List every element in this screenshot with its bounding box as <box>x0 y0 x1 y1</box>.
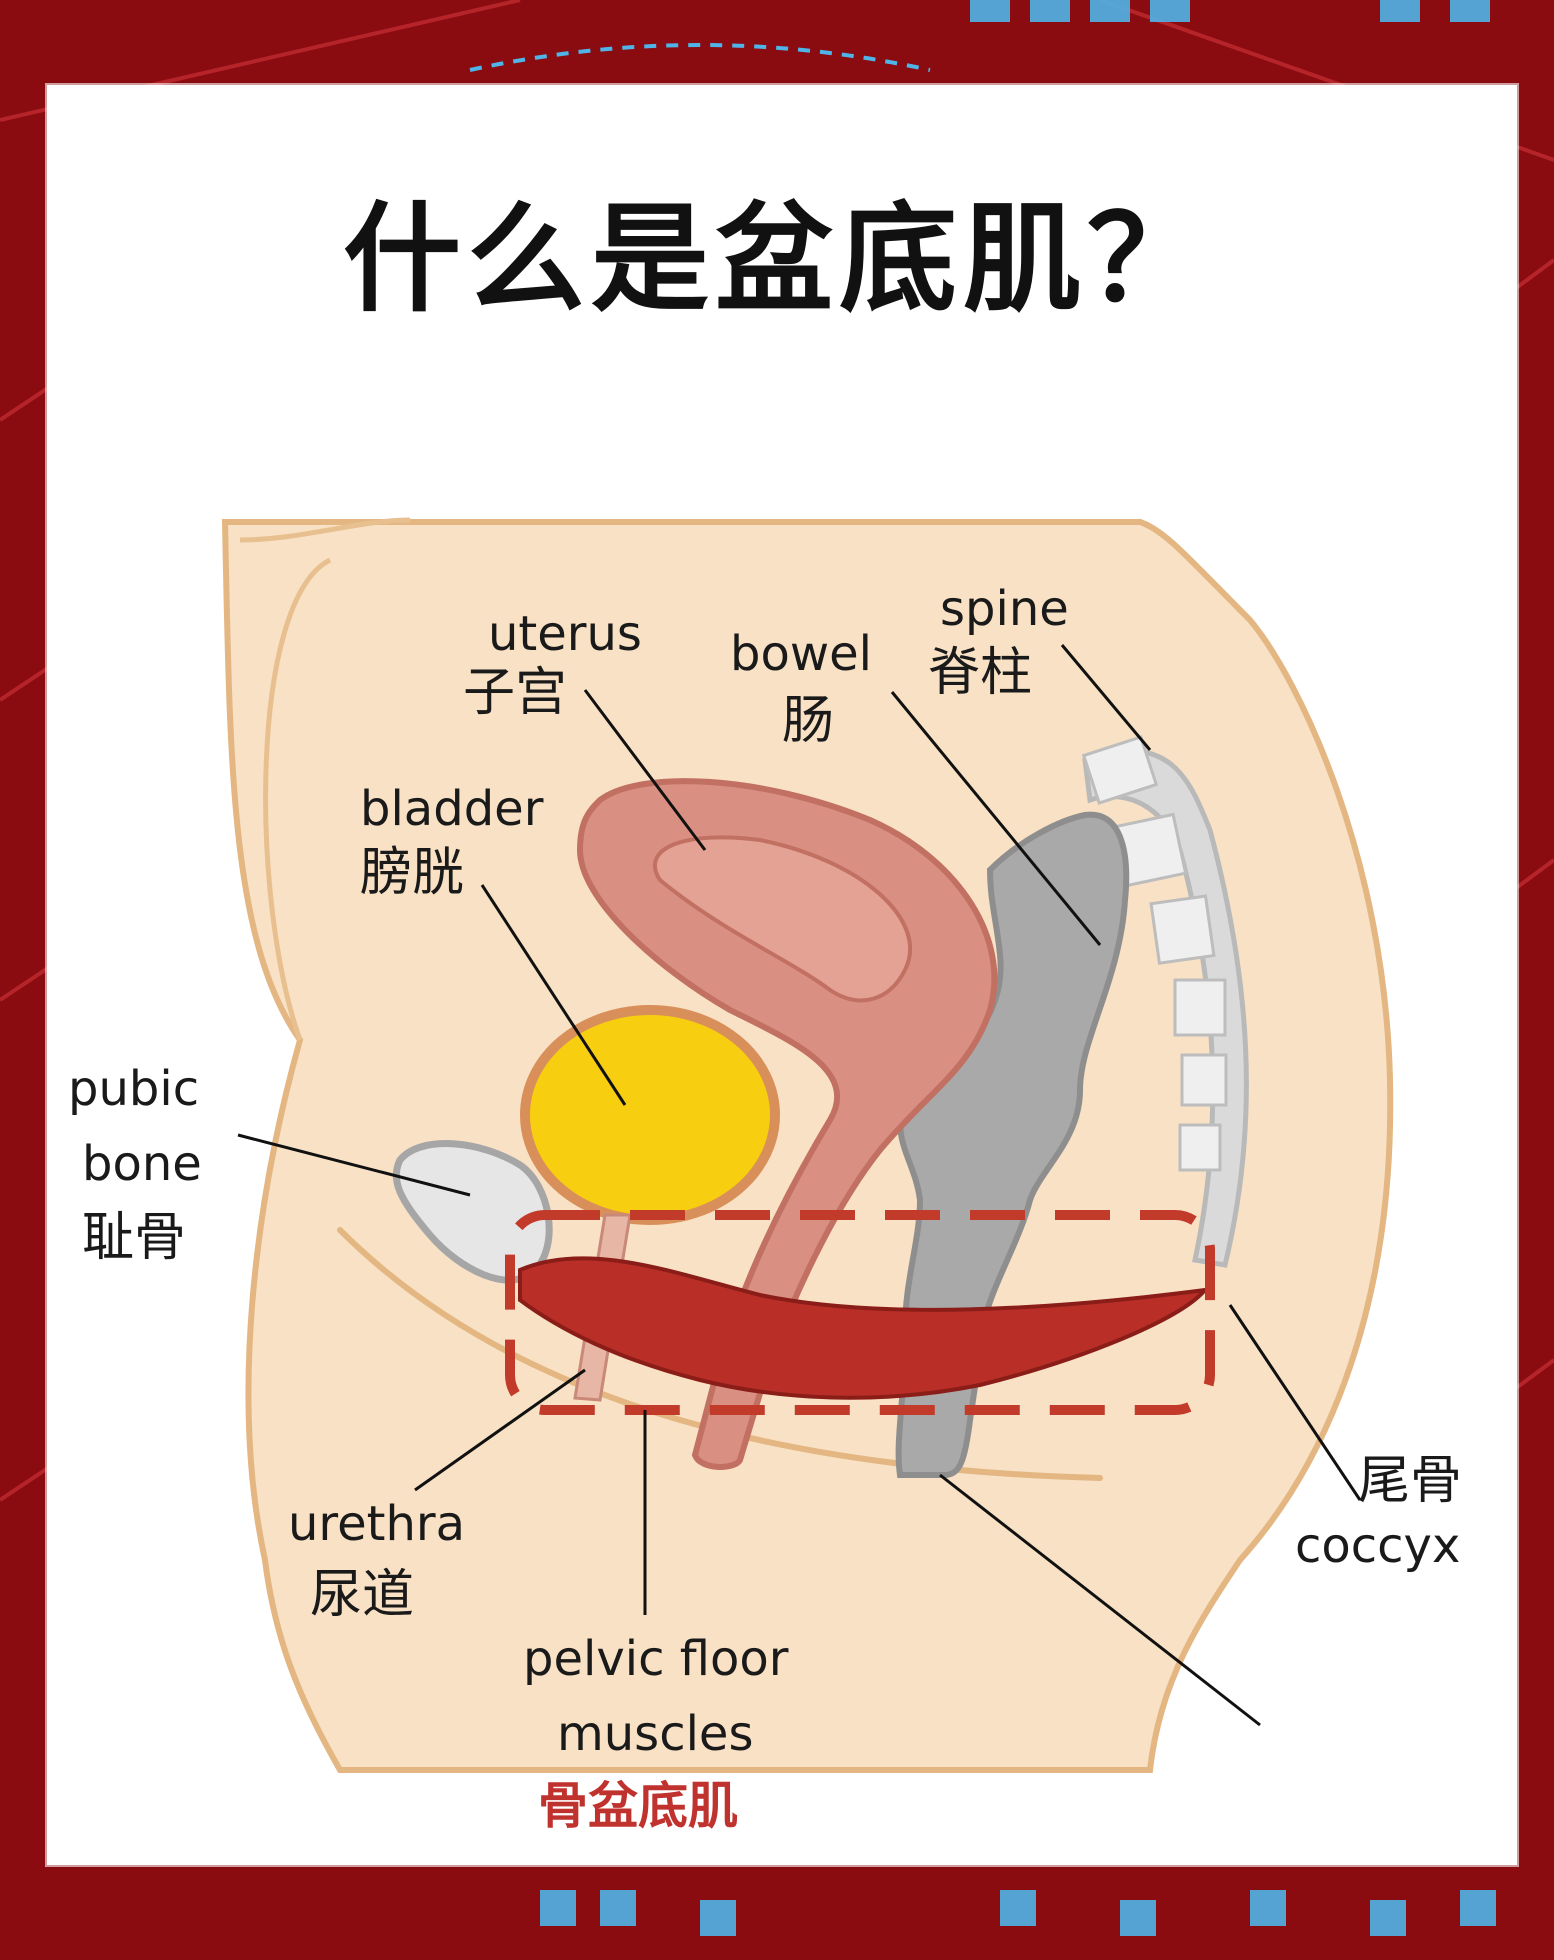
pelvic-label-en-2: muscles <box>557 1706 753 1762</box>
bladder-leader-line <box>480 884 627 1106</box>
coccyx-label-en: coccyx <box>1295 1518 1460 1574</box>
uterus-leader-line <box>583 689 707 851</box>
uterus-shape <box>576 778 998 1470</box>
spine-leader-line <box>1060 644 1152 751</box>
spine-label-zh: 脊柱 <box>928 643 1032 703</box>
page-title: 什么是盆底肌？ <box>342 190 1211 328</box>
spine-shape <box>1081 735 1249 1268</box>
pelvic-label-en-1: pelvic floor <box>523 1631 789 1687</box>
pubic-leader-line <box>237 1133 471 1197</box>
bowel-leader-line <box>890 691 1102 946</box>
coccyx-leader-line <box>1228 1304 1362 1501</box>
lower-leader-line <box>939 1473 1261 1727</box>
pubic-label-en-1: pubic <box>68 1061 199 1117</box>
bowel-label-en: bowel <box>730 626 872 682</box>
arm-contour <box>263 557 332 1041</box>
urethra-label-en: urethra <box>288 1496 465 1552</box>
pelvic-floor-muscle-shape <box>518 1256 1210 1400</box>
pubic-label-zh: 耻骨 <box>82 1208 186 1268</box>
uterus-label-zh: 子宫 <box>463 663 567 723</box>
bladder-label-zh: 膀胱 <box>360 843 464 903</box>
urethra-label-zh: 尿道 <box>310 1565 414 1625</box>
urethra-leader-line <box>414 1368 586 1492</box>
uterus-label-en: uterus <box>488 606 642 662</box>
bladder-shape <box>520 1005 780 1225</box>
bladder-label-en: bladder <box>360 781 544 837</box>
coccyx-label-zh: 尾骨 <box>1358 1451 1462 1511</box>
pelvic-label-zh: 骨盆底肌 <box>538 1777 738 1835</box>
spine-label-en: spine <box>940 581 1069 637</box>
pubic-label-en-2: bone <box>82 1136 202 1192</box>
bowel-label-zh: 肠 <box>782 691 834 751</box>
